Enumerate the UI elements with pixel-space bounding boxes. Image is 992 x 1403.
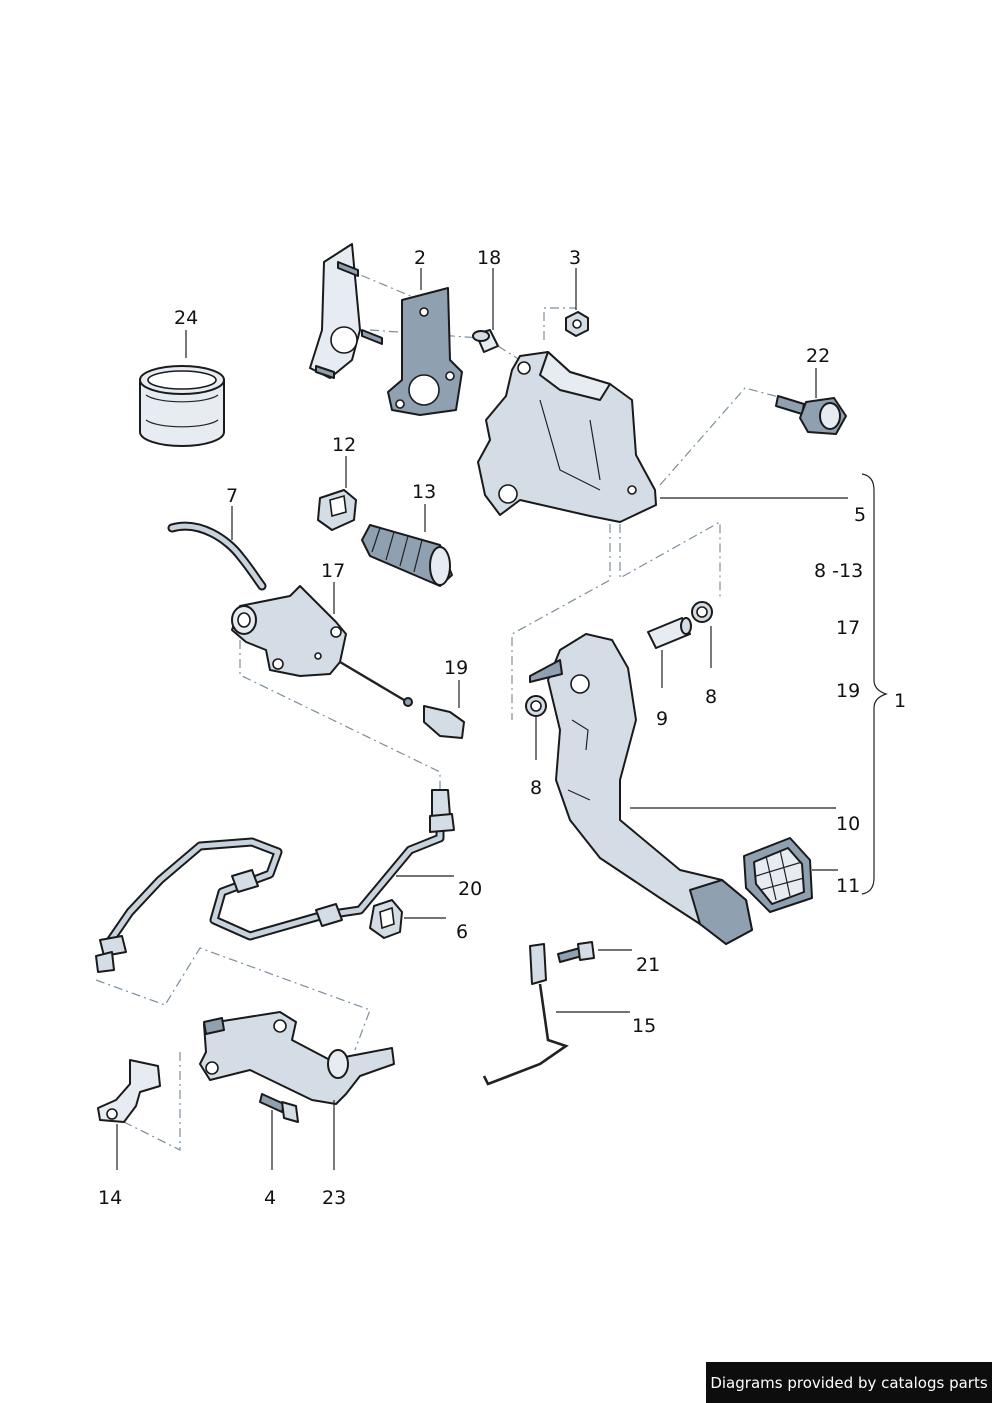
part-6-clip xyxy=(369,899,403,939)
part-11-pedal-pad xyxy=(743,837,813,913)
credit-banner: Diagrams provided by catalogs parts xyxy=(706,1362,992,1403)
callout-24: 24 xyxy=(174,307,198,329)
part-21-bolt xyxy=(557,941,595,963)
part-5-pedal-bracket xyxy=(477,351,657,523)
callout-4: 4 xyxy=(264,1187,276,1209)
callout-12: 12 xyxy=(332,434,356,456)
callout-10: 10 xyxy=(836,813,860,835)
callout-14: 14 xyxy=(98,1187,122,1209)
callout-8-lower: 8 xyxy=(530,777,542,799)
part-18-bushing xyxy=(472,329,499,353)
callout-15: 15 xyxy=(632,1015,656,1037)
part-4-bolt xyxy=(259,1093,299,1123)
callout-17-left: 17 xyxy=(321,560,345,582)
callout-17-group: 17 xyxy=(836,617,860,639)
assembly-guides xyxy=(95,267,791,1151)
callout-19-group: 19 xyxy=(836,680,860,702)
callout-20: 20 xyxy=(458,878,482,900)
bracket-plate xyxy=(309,243,383,379)
callout-22: 22 xyxy=(806,345,830,367)
callout-1: 1 xyxy=(894,690,906,712)
part-24-sleeve xyxy=(139,365,225,447)
part-9-sleeve xyxy=(647,617,692,649)
callout-21: 21 xyxy=(636,954,660,976)
callout-8-13: 8 -13 xyxy=(814,560,863,582)
group-brace xyxy=(861,473,888,895)
part-22-switch xyxy=(775,395,847,435)
part-17-master-cylinder xyxy=(231,585,413,707)
leader-lines xyxy=(116,268,848,1170)
callout-2: 2 xyxy=(414,247,426,269)
callout-11: 11 xyxy=(836,875,860,897)
part-14-bracket xyxy=(97,1059,161,1123)
part-10-clutch-pedal xyxy=(529,633,753,945)
part-12-clip xyxy=(317,489,357,531)
part-19-clip xyxy=(423,705,465,739)
part-7-hose xyxy=(167,521,267,591)
callout-18: 18 xyxy=(477,247,501,269)
part-8-bush-lower xyxy=(525,695,547,717)
callout-9: 9 xyxy=(656,708,668,730)
callout-3: 3 xyxy=(569,247,581,269)
part-3-nut xyxy=(565,311,589,337)
callout-19-left: 19 xyxy=(444,657,468,679)
callout-labels: 1 2 3 4 5 6 7 8 8 8 -13 9 10 11 12 13 14… xyxy=(98,247,906,1209)
callout-8-upper: 8 xyxy=(705,686,717,708)
part-2-gasket xyxy=(387,287,463,416)
callout-7: 7 xyxy=(226,485,238,507)
part-15-sensor xyxy=(482,943,569,1086)
part-20-hydraulic-line xyxy=(95,789,455,973)
part-13-bellows xyxy=(361,524,453,587)
callout-13: 13 xyxy=(412,481,436,503)
callout-6: 6 xyxy=(456,921,468,943)
callout-23: 23 xyxy=(322,1187,346,1209)
part-8-bush-upper xyxy=(691,601,713,623)
callout-5: 5 xyxy=(854,504,866,526)
part-23-slave-cylinder xyxy=(199,1011,395,1105)
